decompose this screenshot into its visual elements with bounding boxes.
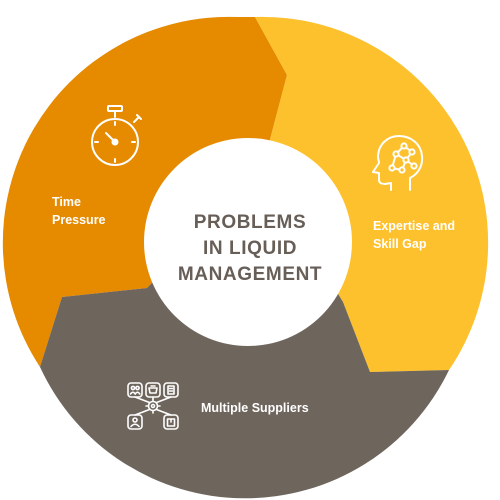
segment-time-pressure [2, 16, 288, 368]
segment-expertise [255, 16, 489, 373]
center-title-line1: PROBLEMS [193, 212, 307, 233]
label-expertise-line2: Skill Gap [373, 237, 427, 251]
label-time-pressure: Time Pressure [52, 193, 106, 229]
stopwatch-icon [91, 105, 142, 166]
label-expertise: Expertise and Skill Gap [373, 217, 455, 253]
label-time-pressure-line2: Pressure [52, 213, 106, 227]
center-circle [144, 138, 352, 346]
suppliers-network-icon [127, 382, 179, 430]
label-suppliers-line1: Multiple Suppliers [201, 401, 309, 415]
center-title-line2: IN LIQUID [202, 238, 298, 259]
label-suppliers: Multiple Suppliers [201, 399, 309, 417]
label-expertise-line1: Expertise and [373, 219, 455, 233]
label-time-pressure-line1: Time [52, 195, 81, 209]
head-network-icon [372, 135, 424, 191]
center-title: PROBLEMS IN LIQUID MANAGEMENT [150, 210, 350, 288]
center-title-line3: MANAGEMENT [177, 264, 323, 285]
